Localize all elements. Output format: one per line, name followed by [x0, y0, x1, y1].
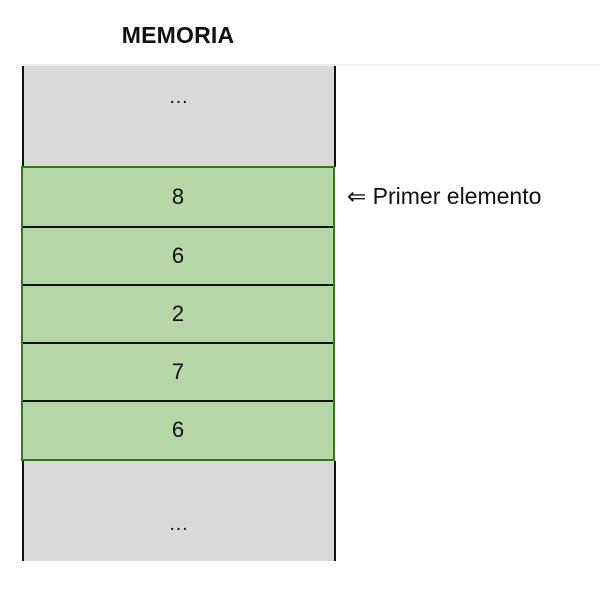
- memory-cell-1: 6: [23, 226, 333, 284]
- memory-cell-0: 8: [171, 184, 185, 209]
- memory-cell-2: 2: [23, 284, 333, 342]
- array-block: 8 6 2 7 6: [21, 166, 335, 461]
- memory-region-above: …: [22, 66, 336, 167]
- ellipsis-above: …: [168, 86, 190, 108]
- memory-region-below: …: [22, 461, 336, 561]
- first-element-annotation: ⇐ Primer elemento: [347, 183, 542, 209]
- top-divider-line: [22, 64, 600, 66]
- memory-cell-3: 7: [23, 342, 333, 400]
- ellipsis-below: …: [168, 513, 190, 535]
- memory-cell-4: 6: [23, 400, 333, 458]
- memory-title: MEMORIA: [121, 22, 235, 48]
